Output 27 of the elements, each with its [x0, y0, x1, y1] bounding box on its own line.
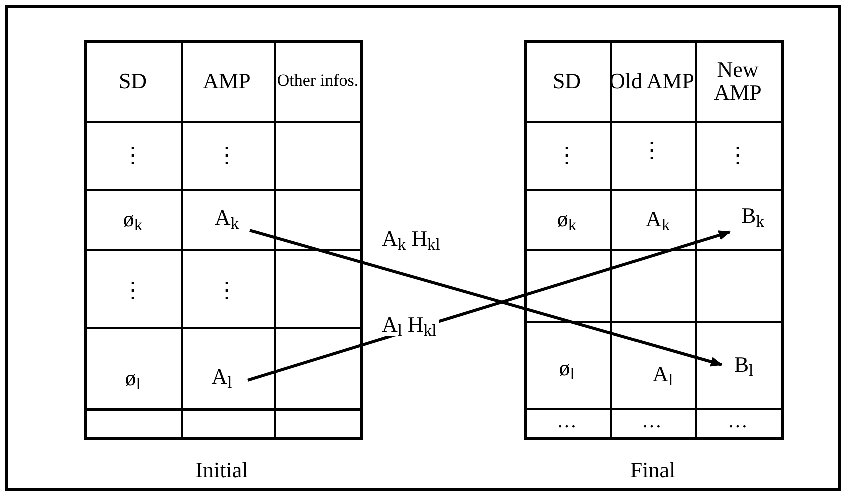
ellipsis-text: ⋮	[727, 142, 749, 168]
ellipsis-text: ⋮	[216, 277, 238, 302]
ellipsis-text: ⋮	[641, 137, 663, 162]
header-cell-text: SD	[118, 68, 148, 94]
ellipsis-text: ⋮	[216, 142, 238, 168]
ellipsis-text: ⋮	[122, 142, 144, 168]
header-cell-text: SD	[552, 68, 582, 94]
amplitude-text: B$_{k}$	[730, 198, 776, 234]
cell-text: ø$_{l}$	[559, 355, 575, 380]
amplitude-text: B$_{l}$	[722, 348, 766, 382]
header-cell-text: New AMP	[714, 56, 762, 105]
ellipsis-text: ⋮	[556, 142, 578, 168]
cell-text: ø$_{k}$	[123, 206, 143, 232]
amplitude-text: A$_{l}$	[196, 360, 248, 394]
header-cell-text: AMP	[203, 68, 251, 94]
cell-text: ø$_{l}$	[125, 365, 141, 390]
ellipsis-text: …	[557, 410, 577, 432]
table-caption: Initial	[196, 457, 248, 482]
ellipsis-text: …	[728, 410, 748, 432]
cell-text: ø$_{k}$	[557, 206, 577, 232]
table-caption: Final	[630, 457, 676, 482]
cell-text: A$_{k}$	[646, 206, 670, 232]
header-cell-text: Other infos.	[277, 71, 359, 90]
ellipsis-text: ⋮	[122, 277, 144, 302]
ellipsis-text: …	[642, 410, 662, 432]
amplitude-text: A$_{k}$	[204, 200, 250, 236]
cell-text: A$_{l}$	[652, 361, 674, 386]
